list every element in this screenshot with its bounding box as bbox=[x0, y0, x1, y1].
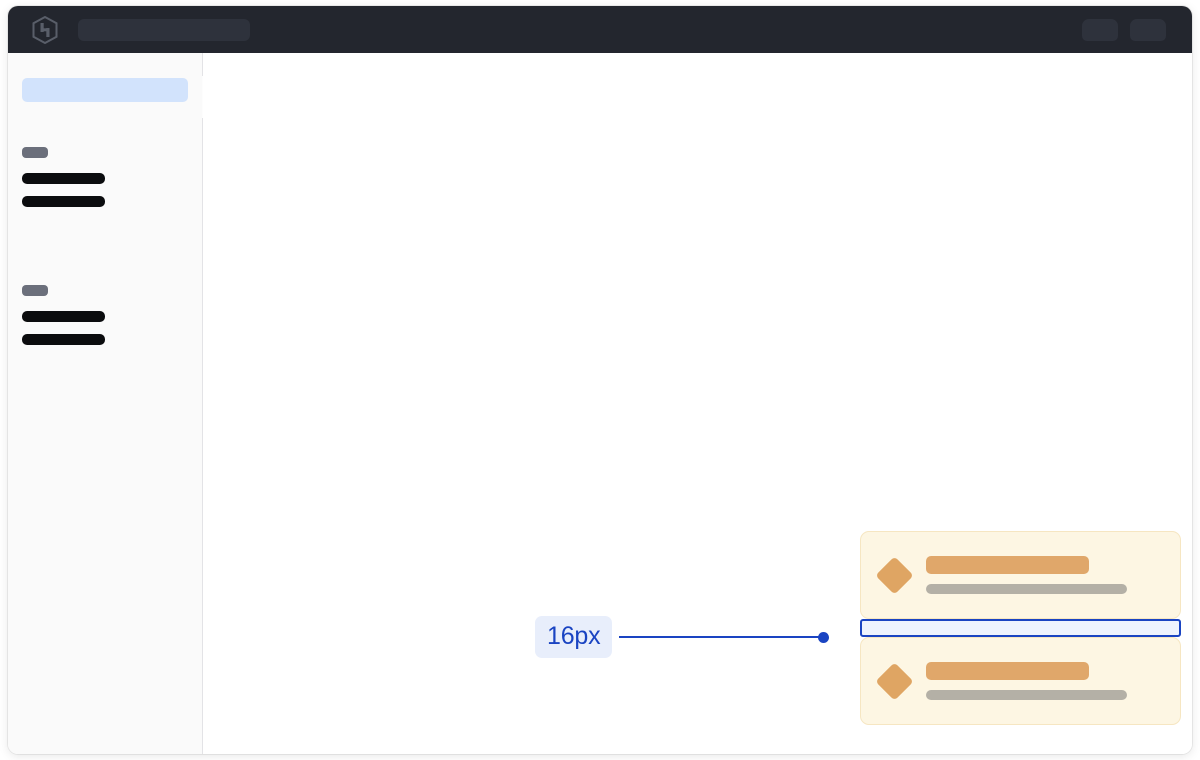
sidebar-item-2-1[interactable] bbox=[22, 311, 105, 322]
main-canvas: 16px bbox=[203, 53, 1192, 754]
card-subtitle-skeleton bbox=[926, 584, 1127, 594]
diamond-icon bbox=[875, 555, 914, 595]
header-search-skeleton[interactable] bbox=[78, 18, 250, 41]
sidebar-group-2 bbox=[8, 285, 202, 345]
measurement-endpoint-dot bbox=[818, 631, 830, 643]
diamond-icon bbox=[875, 661, 914, 701]
card-stack bbox=[860, 531, 1181, 725]
sidebar-group-label bbox=[22, 147, 48, 158]
hashicorp-hexagon-logo-icon[interactable] bbox=[32, 15, 58, 44]
card-subtitle-skeleton bbox=[926, 690, 1127, 700]
card-title-skeleton bbox=[926, 556, 1089, 574]
gap-measurement-highlight bbox=[860, 619, 1181, 637]
sidebar bbox=[8, 53, 217, 754]
gap-measurement-callout: 16px bbox=[535, 616, 830, 658]
info-card-2[interactable] bbox=[860, 637, 1181, 725]
app-window: 16px bbox=[8, 6, 1192, 754]
measurement-leader-line bbox=[619, 636, 820, 638]
sidebar-item-1-1[interactable] bbox=[22, 173, 105, 184]
sidebar-item-1-2[interactable] bbox=[22, 196, 105, 207]
info-card-1[interactable] bbox=[860, 531, 1181, 619]
card-text-block bbox=[926, 662, 1160, 700]
header-right-group bbox=[1082, 18, 1166, 41]
card-title-skeleton bbox=[926, 662, 1089, 680]
top-header-bar bbox=[8, 6, 1192, 53]
card-text-block bbox=[926, 556, 1160, 594]
header-pill-1[interactable] bbox=[1082, 18, 1118, 41]
header-pill-2[interactable] bbox=[1130, 18, 1166, 41]
gap-measurement-value: 16px bbox=[535, 616, 613, 658]
sidebar-group-label bbox=[22, 285, 48, 296]
sidebar-item-active[interactable] bbox=[22, 78, 188, 102]
body-area: 16px bbox=[8, 53, 1192, 754]
sidebar-group-1 bbox=[8, 147, 202, 207]
sidebar-item-2-2[interactable] bbox=[22, 334, 105, 345]
